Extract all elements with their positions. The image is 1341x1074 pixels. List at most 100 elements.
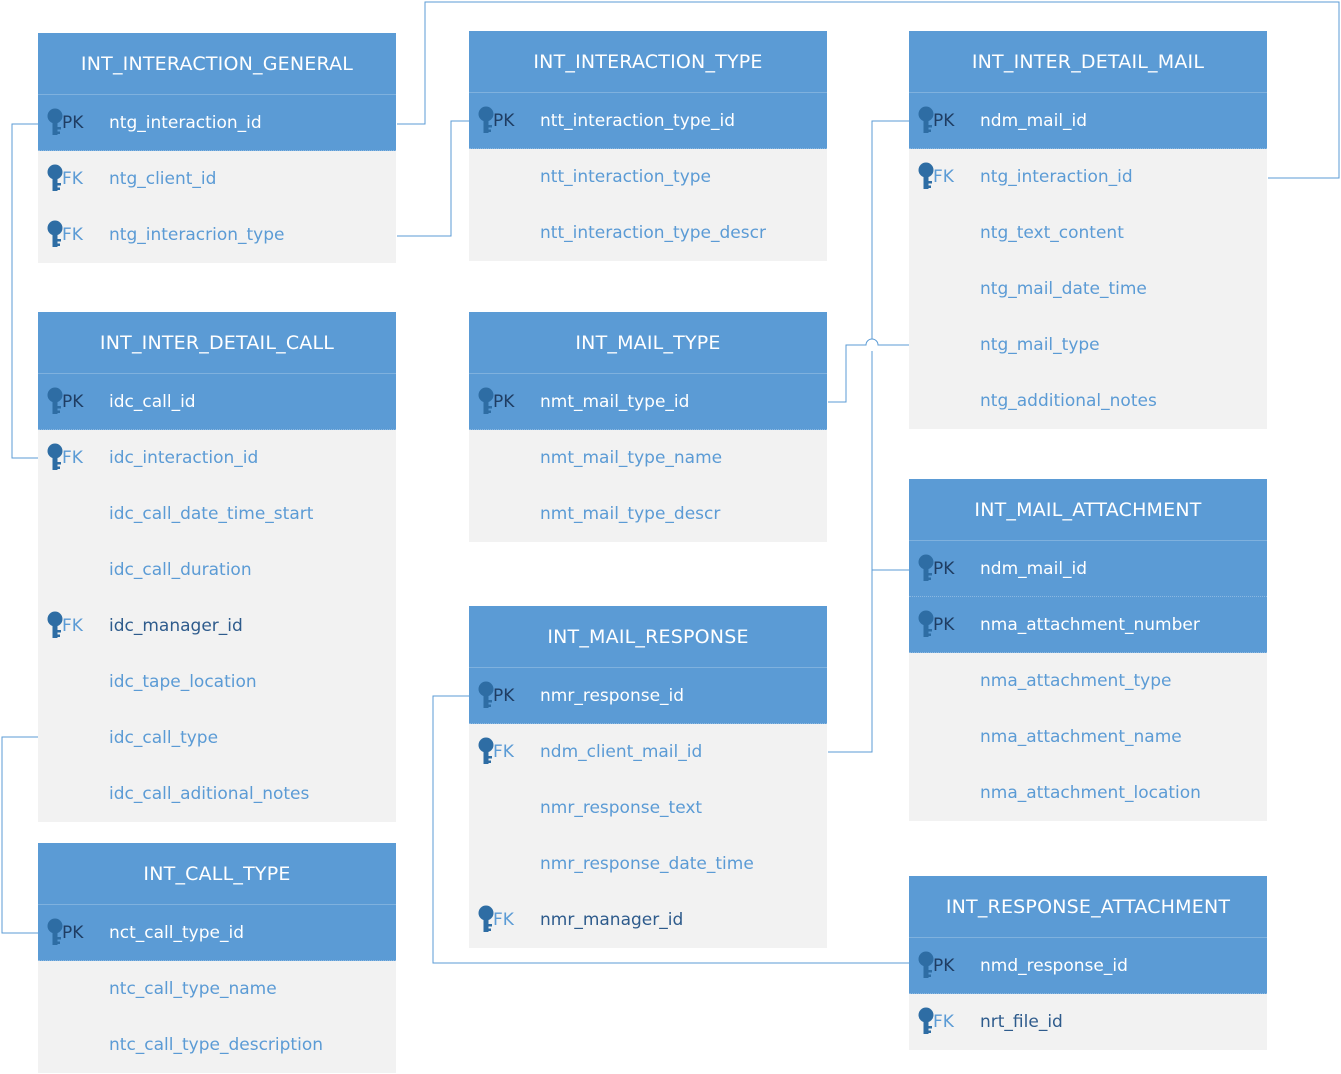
column-row[interactable]: nma_attachment_name — [909, 709, 1267, 765]
column-name: ndm_mail_id — [980, 559, 1088, 579]
entity-title: INT_INTER_DETAIL_CALL — [38, 312, 396, 374]
entity-title: INT_CALL_TYPE — [38, 843, 396, 905]
column-row[interactable]: idc_call_date_time_start — [38, 486, 396, 542]
key-type-label: PK — [933, 956, 955, 976]
key-type-label: PK — [933, 559, 955, 579]
key-icon — [46, 220, 64, 250]
column-row[interactable]: ntg_mail_date_time — [909, 261, 1267, 317]
column-name: nma_attachment_name — [980, 727, 1182, 747]
key-type-label: PK — [933, 111, 955, 131]
primary-key-row[interactable]: PK nmd_response_id — [909, 938, 1267, 994]
key-icon — [477, 106, 495, 136]
key-icon — [917, 106, 935, 136]
column-row[interactable]: idc_call_duration — [38, 542, 396, 598]
column-name: ndm_client_mail_id — [540, 742, 703, 762]
entity-title: INT_INTERACTION_GENERAL — [38, 33, 396, 95]
column-name: ntt_interaction_type_descr — [540, 223, 766, 243]
column-row[interactable]: ntc_call_type_name — [38, 961, 396, 1017]
key-type-label: PK — [933, 615, 955, 635]
column-name: nct_call_type_id — [109, 923, 244, 943]
column-row[interactable]: ntc_call_type_description — [38, 1017, 396, 1073]
column-row[interactable]: nma_attachment_type — [909, 653, 1267, 709]
key-icon — [46, 108, 64, 138]
column-name: nmr_response_text — [540, 798, 703, 818]
column-row[interactable]: idc_call_aditional_notes — [38, 766, 396, 822]
column-row[interactable]: nmr_response_date_time — [469, 836, 827, 892]
column-name: ntg_mail_type — [980, 335, 1100, 355]
column-row[interactable]: nma_attachment_location — [909, 765, 1267, 821]
column-name: nmt_mail_type_id — [540, 392, 690, 412]
entity-title: INT_RESPONSE_ATTACHMENT — [909, 876, 1267, 938]
foreign-key-row[interactable]: FK ntg_interaction_id — [909, 149, 1267, 205]
column-name: nmr_response_date_time — [540, 854, 754, 874]
column-row[interactable]: idc_tape_location — [38, 654, 396, 710]
key-type-label: FK — [933, 167, 954, 187]
column-name: idc_call_aditional_notes — [109, 784, 310, 804]
column-row[interactable]: ntg_text_content — [909, 205, 1267, 261]
column-name: idc_call_id — [109, 392, 196, 412]
column-row[interactable]: ntt_interaction_type_descr — [469, 205, 827, 261]
column-name: idc_interaction_id — [109, 448, 259, 468]
column-name: nmd_response_id — [980, 956, 1128, 976]
column-name: nmr_manager_id — [540, 910, 684, 930]
column-row[interactable]: ntg_mail_type — [909, 317, 1267, 373]
foreign-key-row[interactable]: FK ndm_client_mail_id — [469, 724, 827, 780]
key-icon — [917, 554, 935, 584]
column-name: nmt_mail_type_name — [540, 448, 723, 468]
column-name: nmt_mail_type_descr — [540, 504, 721, 524]
key-type-label: PK — [62, 392, 84, 412]
column-row[interactable]: nmr_response_text — [469, 780, 827, 836]
primary-key-row[interactable]: PK idc_call_id — [38, 374, 396, 430]
column-name: ntt_interaction_type — [540, 167, 712, 187]
key-icon — [917, 162, 935, 192]
key-type-label: FK — [493, 910, 514, 930]
column-row[interactable]: nmt_mail_type_descr — [469, 486, 827, 542]
link-call-to-call-type — [1, 736, 38, 934]
column-row[interactable]: ntt_interaction_type — [469, 149, 827, 205]
key-icon — [477, 681, 495, 711]
primary-key-row[interactable]: PK nma_attachment_number — [909, 597, 1267, 653]
key-icon — [46, 611, 64, 641]
key-icon — [477, 905, 495, 935]
column-name: nma_attachment_number — [980, 615, 1200, 635]
key-type-label: FK — [62, 169, 83, 189]
key-icon — [46, 164, 64, 194]
column-name: idc_tape_location — [109, 672, 257, 692]
column-row[interactable]: idc_call_type — [38, 710, 396, 766]
column-row[interactable]: nmt_mail_type_name — [469, 430, 827, 486]
entity-title: INT_INTER_DETAIL_MAIL — [909, 31, 1267, 93]
entity-int-response-attachment[interactable]: INT_RESPONSE_ATTACHMENT PK nmd_response_id… — [909, 876, 1267, 1050]
foreign-key-row[interactable]: FK ntg_client_id — [38, 151, 396, 207]
column-name: ntg_interacrion_type — [109, 225, 285, 245]
entity-title: INT_MAIL_TYPE — [469, 312, 827, 374]
key-type-label: FK — [62, 616, 83, 636]
key-type-label: FK — [493, 742, 514, 762]
column-name: ntg_client_id — [109, 169, 217, 189]
column-name: nrt_file_id — [980, 1012, 1063, 1032]
column-name: ntg_interaction_id — [980, 167, 1133, 187]
key-icon — [917, 610, 935, 640]
foreign-key-row[interactable]: FK nmr_manager_id — [469, 892, 827, 948]
column-row[interactable]: ntg_additional_notes — [909, 373, 1267, 429]
column-name: ntt_interaction_type_id — [540, 111, 736, 131]
primary-key-row[interactable]: PK ndm_mail_id — [909, 541, 1267, 597]
column-name: ntc_call_type_description — [109, 1035, 323, 1055]
